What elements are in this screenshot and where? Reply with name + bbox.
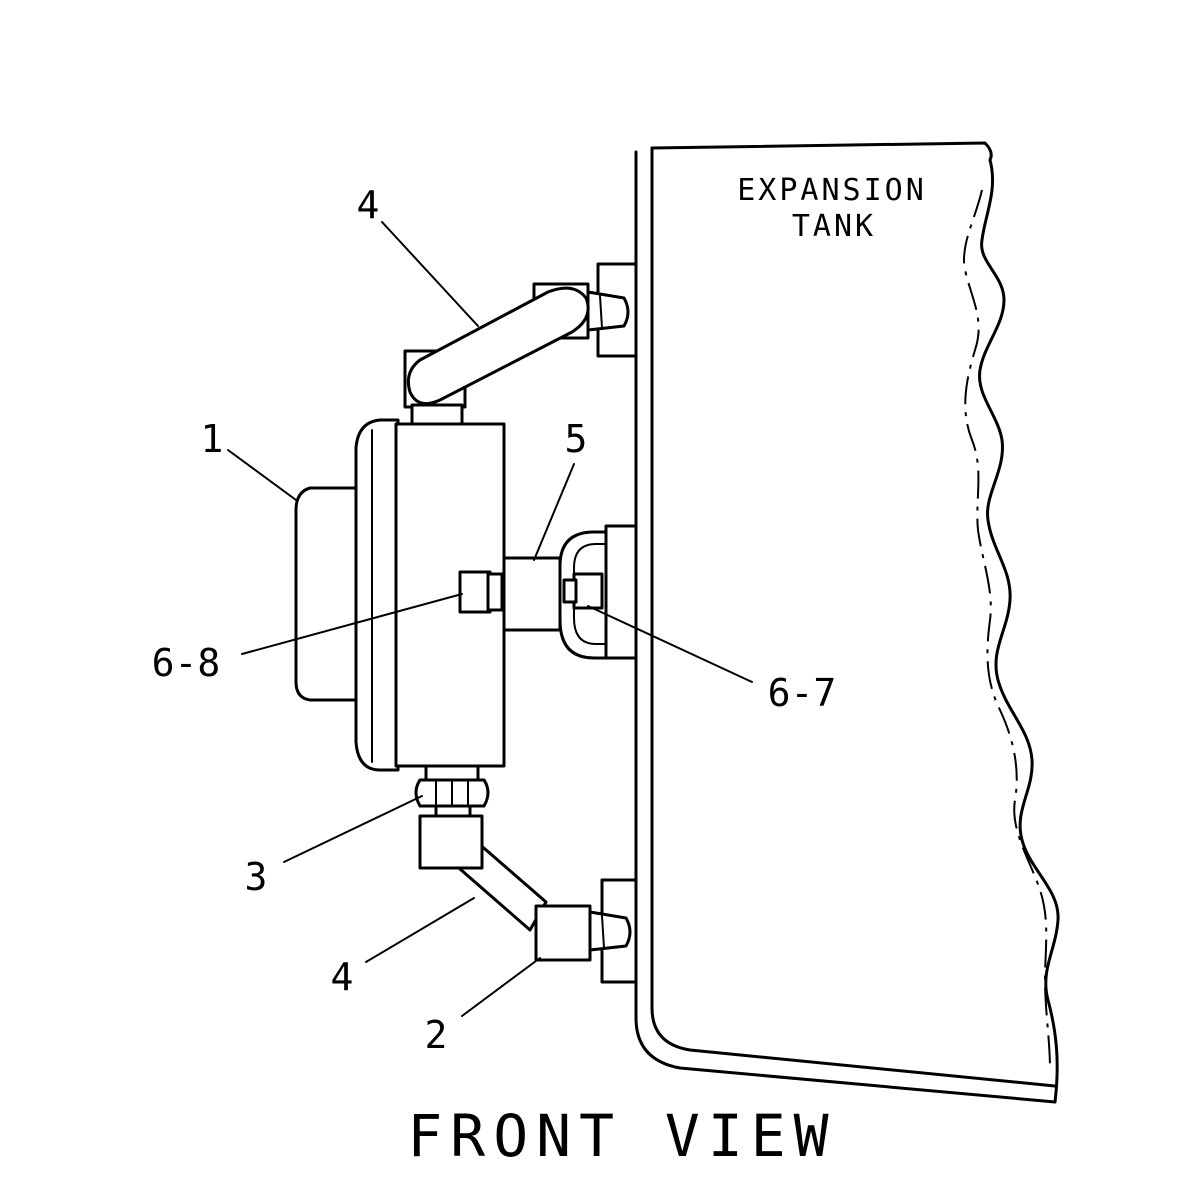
leader-lines [227,221,753,1017]
leader-4-bottom [365,897,475,963]
bracket-tank-plate [604,524,638,660]
upper-nipple-ridge [599,295,603,329]
callout-2: 2 [425,1013,448,1057]
tank-label-line2: TANK [792,209,876,244]
lower-tube-assembly [414,764,638,984]
tank-break-line [978,158,1060,1104]
gauge-nut-washer [486,572,504,612]
callout-4-top: 4 [357,183,380,227]
lower-nipple-ridge [601,915,605,949]
tank-label-line1: EXPANSION [737,173,927,208]
callout-1: 1 [201,417,224,461]
upper-tube-assembly [403,262,638,427]
tank-top-edge [650,141,993,162]
lower-nipple [588,910,632,952]
leader-1 [227,449,297,501]
lower-elbow-lower [534,904,592,962]
upper-connector [410,403,464,427]
bracket-nut-washer [562,578,578,604]
leader-5 [533,463,575,561]
bracket-nut [572,572,604,610]
leader-3 [283,795,423,863]
callout-3: 3 [245,855,268,899]
upper-tube [406,286,590,406]
lower-stem [424,764,480,782]
bracket-spacer-block [502,556,562,632]
callout-4-bottom: 4 [331,955,354,999]
lower-elbow-upper [418,814,484,870]
callout-5: 5 [565,417,588,461]
expansion-tank: EXPANSION TANK [634,141,1060,1104]
leader-6-8 [241,593,463,655]
gauge-assembly [294,418,506,772]
bracket-assembly [502,524,638,660]
tank-outer-wall [634,150,1057,1104]
tank-hidden-line [963,189,1051,1071]
lower-hex-nut-facets [435,781,469,805]
gauge-back-dome [294,486,364,702]
tank-inner-wall [650,146,1057,1088]
gauge-rim [354,418,400,772]
upper-nipple [586,290,630,332]
leader-6-7 [587,605,753,683]
callout-labels: 4 1 5 6-8 6-7 3 4 2 [152,183,837,1057]
callout-6-8: 6-8 [152,641,221,685]
leader-4-top [381,221,479,327]
gauge-nut [458,570,492,614]
callout-6-7: 6-7 [768,671,837,715]
view-title: FRONT VIEW [407,1102,836,1170]
leader-2 [461,957,541,1017]
